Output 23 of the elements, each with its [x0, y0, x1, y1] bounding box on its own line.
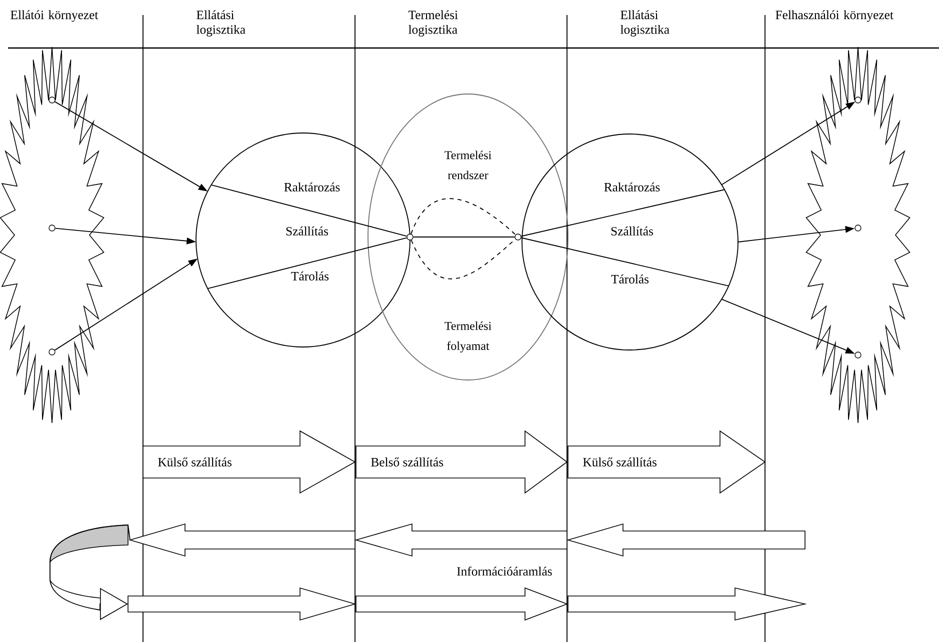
connector-line — [410, 198, 516, 236]
column-header: Ellátási logisztika — [196, 10, 246, 36]
column-header: Felhasználói környezet — [776, 10, 894, 22]
column-header: Ellátási logisztika — [620, 10, 670, 36]
arrow-shaped-box: Külső szállítás — [568, 430, 766, 494]
starburst — [806, 46, 910, 424]
arrow-shaped-box — [128, 587, 356, 621]
connector-line — [520, 237, 730, 286]
arrow-shaped-box — [128, 523, 356, 557]
arrow-shaped-box — [568, 587, 807, 620]
column-header: Termelési logisztika — [408, 10, 458, 36]
connector-line — [412, 236, 516, 238]
arrow-shaped-box — [566, 523, 806, 557]
starburst — [0, 46, 104, 424]
arrow-shaped-box — [354, 523, 568, 557]
flow-label: Információáramlás — [457, 566, 552, 576]
arrow-shaped-box — [356, 587, 568, 621]
arrow-shaped-box: Külső szállítás — [142, 430, 356, 494]
arrow-shaped-box: Belső szállítás — [356, 430, 568, 494]
connector-line — [520, 189, 725, 237]
connector-line — [207, 237, 408, 290]
connector-line — [210, 184, 408, 237]
column-header: Ellátói környezet — [10, 10, 98, 22]
